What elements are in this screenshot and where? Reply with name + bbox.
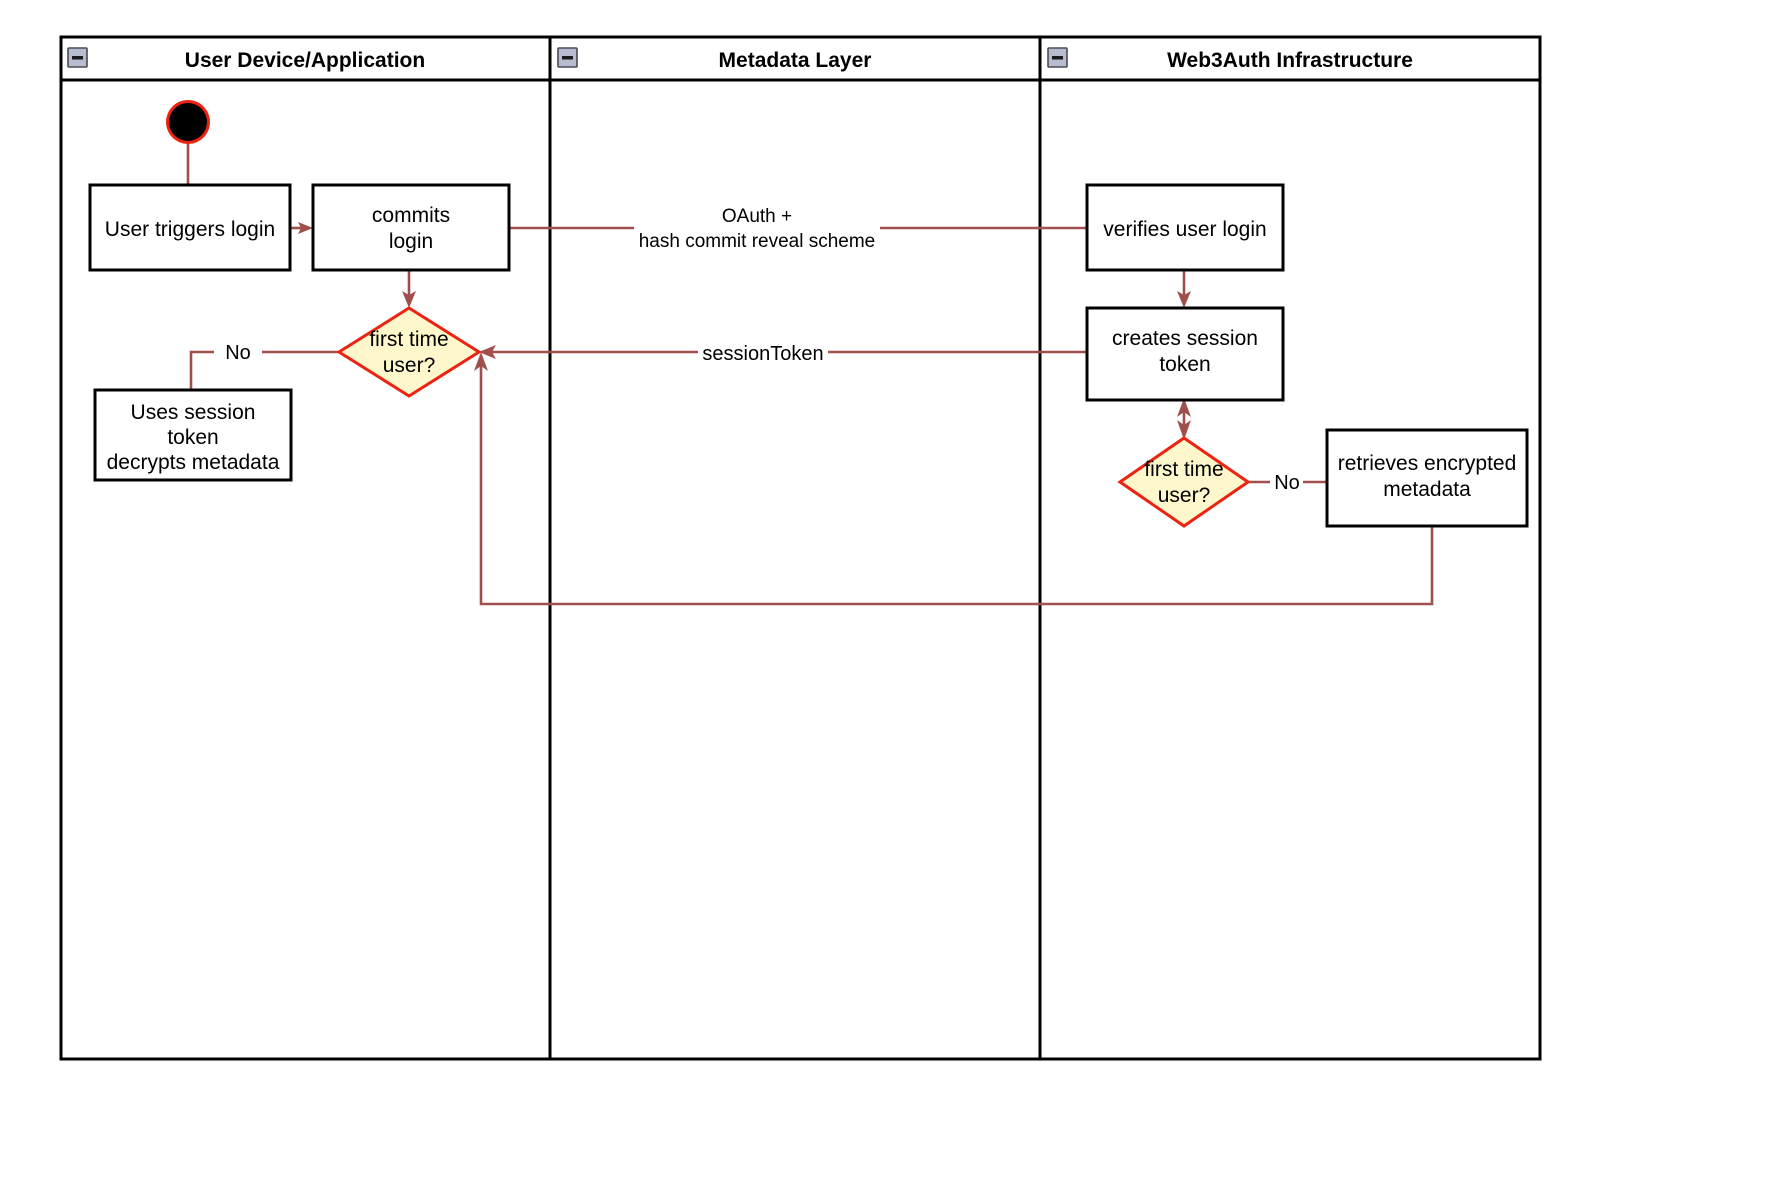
node-label-line1: Uses session xyxy=(131,401,256,424)
node-commits-login[interactable]: commits login xyxy=(311,183,511,272)
edge-verifies-to-creates-token xyxy=(1177,270,1191,308)
node-label-line2: user? xyxy=(1158,484,1211,507)
node-label-line3: decrypts metadata xyxy=(107,451,280,474)
node-label-line2: login xyxy=(389,230,433,253)
node-uses-session-token[interactable]: Uses session token decrypts metadata xyxy=(93,388,293,482)
node-label: User triggers login xyxy=(105,218,275,241)
node-verifies-user-login[interactable]: verifies user login xyxy=(1085,183,1285,272)
collapse-minus-icon[interactable] xyxy=(67,47,88,68)
collapse-minus-icon[interactable] xyxy=(1047,47,1068,68)
lane-title-user-device: User Device/Application xyxy=(185,49,425,72)
node-label-line1: creates session xyxy=(1112,327,1258,350)
lane-title-metadata-layer: Metadata Layer xyxy=(719,49,872,72)
node-label-line2: token xyxy=(1159,353,1210,376)
edge-retrieves-to-decision-user-return xyxy=(474,352,1434,606)
node-creates-session-token[interactable]: creates session token xyxy=(1085,306,1285,402)
node-label-line2: user? xyxy=(383,354,436,377)
lane-title-web3auth: Web3Auth Infrastructure xyxy=(1167,49,1413,72)
edge-decision-user-to-uses-session: No xyxy=(189,342,342,390)
node-label-line1: first time xyxy=(369,328,448,351)
edge-label-no-right: No xyxy=(1274,472,1300,494)
edge-label-no-left: No xyxy=(225,342,251,364)
edge-commits-to-decision-user xyxy=(402,270,416,308)
node-label-line1: retrieves encrypted xyxy=(1338,452,1517,475)
node-decision-first-time-user-web3[interactable]: first time user? xyxy=(1117,436,1251,528)
node-user-triggers-login[interactable]: User triggers login xyxy=(88,183,292,272)
start-node-icon[interactable] xyxy=(166,100,210,144)
edge-label-oauth-line2: hash commit reveal scheme xyxy=(639,231,876,252)
node-label-line1: commits xyxy=(372,204,450,227)
edge-commits-to-verifies: OAuth + hash commit reveal scheme xyxy=(508,206,1087,252)
edge-decision-web3-to-retrieves: No xyxy=(1246,472,1327,494)
edge-creates-token-to-decision-user: sessionToken xyxy=(479,343,1087,365)
collapse-minus-icon[interactable] xyxy=(557,47,578,68)
node-label-line1: first time xyxy=(1144,458,1223,481)
node-label-line2: token xyxy=(167,426,218,449)
node-label: verifies user login xyxy=(1103,218,1266,241)
node-retrieves-encrypted-metadata[interactable]: retrieves encrypted metadata xyxy=(1325,428,1529,528)
edge-label-oauth-line1: OAuth + xyxy=(722,206,792,227)
lane-metadata-layer[interactable]: Metadata Layer xyxy=(548,35,1042,1061)
edge-label-session-token: sessionToken xyxy=(702,343,823,365)
edge-creates-token-to-decision-web3 xyxy=(1177,398,1191,440)
node-label-line2: metadata xyxy=(1383,478,1471,501)
node-decision-first-time-user-device[interactable]: first time user? xyxy=(336,306,482,398)
